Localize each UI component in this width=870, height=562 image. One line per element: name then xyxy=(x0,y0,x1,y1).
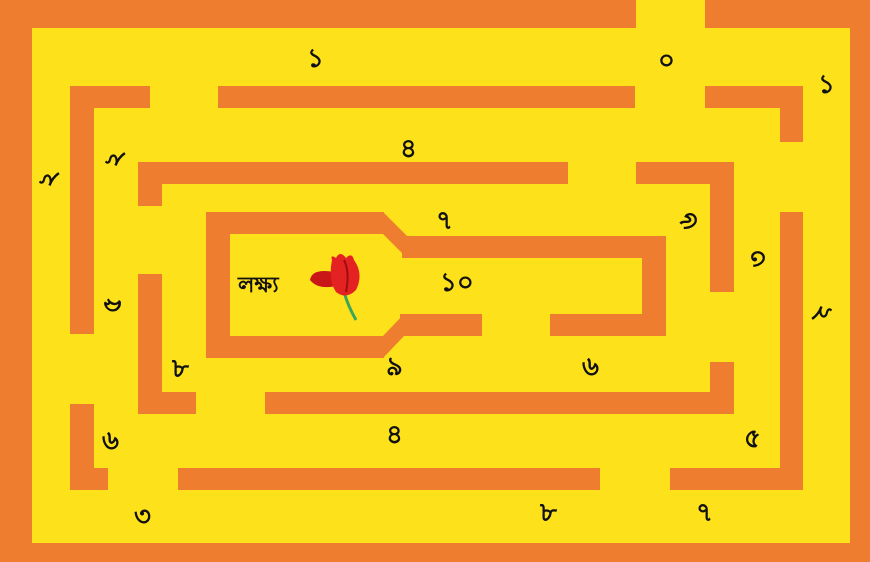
maze-number: ৮ xyxy=(172,356,189,382)
maze-number: ১ xyxy=(818,72,835,98)
maze-number: ০ xyxy=(658,48,675,74)
maze-number: ৫ xyxy=(744,426,761,452)
tulip-flower-icon xyxy=(308,250,370,322)
maze-wall xyxy=(138,392,196,414)
maze-wall-outer-left xyxy=(0,0,32,562)
maze-number: ৩ xyxy=(745,251,771,268)
maze-wall-outer-bottom xyxy=(0,543,870,562)
maze-wall xyxy=(402,236,666,258)
maze-wall-outer-top-left xyxy=(0,0,636,28)
maze-number: ৬ xyxy=(582,354,599,380)
maze-number: ৭ xyxy=(436,208,453,234)
maze-number: ৫ xyxy=(99,297,125,314)
maze-number: ৪ xyxy=(400,136,417,162)
maze-wall xyxy=(265,392,734,414)
maze-wall xyxy=(178,468,600,490)
maze-wall xyxy=(206,212,384,234)
maze-wall xyxy=(138,162,568,184)
maze-number: ৯ xyxy=(386,354,403,380)
maze-number: ২ xyxy=(101,151,127,168)
maze-wall xyxy=(780,212,803,490)
maze-wall xyxy=(780,86,803,142)
maze-number: ১০ xyxy=(440,270,474,296)
goal-label: লক্ষ্য xyxy=(238,268,279,305)
maze-number: ৬ xyxy=(675,213,701,230)
maze-wall xyxy=(710,162,734,292)
maze-wall xyxy=(138,162,162,206)
maze-number: ৪ xyxy=(386,422,403,448)
maze-number: ২ xyxy=(35,171,61,188)
maze-wall xyxy=(710,362,734,414)
maze-number: ১ xyxy=(307,46,324,72)
maze-wall xyxy=(70,86,94,334)
maze-wall xyxy=(670,468,803,490)
maze-number: ২ xyxy=(809,305,835,322)
maze-number: ৬ xyxy=(102,428,119,454)
maze-wall xyxy=(218,86,635,108)
maze-wall-outer-top-right xyxy=(705,0,870,28)
maze-number: ৮ xyxy=(540,500,557,526)
maze-wall xyxy=(206,336,384,358)
maze-wall xyxy=(400,314,482,336)
maze-wall xyxy=(550,314,666,336)
flower-stem xyxy=(344,292,356,320)
maze-number: ৭ xyxy=(696,500,713,526)
maze-wall xyxy=(70,468,108,490)
maze-number: ৩ xyxy=(134,504,151,530)
maze-wall-outer-right xyxy=(850,0,870,562)
